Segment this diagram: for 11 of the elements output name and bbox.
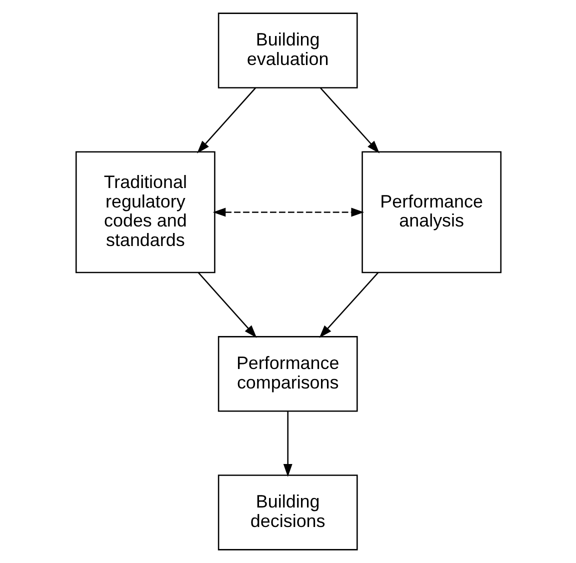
node-box: Traditional regulatory codes and standards — [75, 151, 215, 274]
arrow — [319, 88, 380, 154]
node-box: Building decisions — [217, 474, 358, 550]
arrow — [212, 208, 364, 217]
node-box: Performance analysis — [361, 151, 501, 274]
node-box: Building evaluation — [217, 12, 358, 88]
node-box: Performance comparisons — [217, 336, 358, 412]
arrow — [197, 272, 256, 338]
arrow — [318, 272, 378, 338]
arrow — [282, 411, 292, 477]
arrow — [196, 88, 256, 154]
